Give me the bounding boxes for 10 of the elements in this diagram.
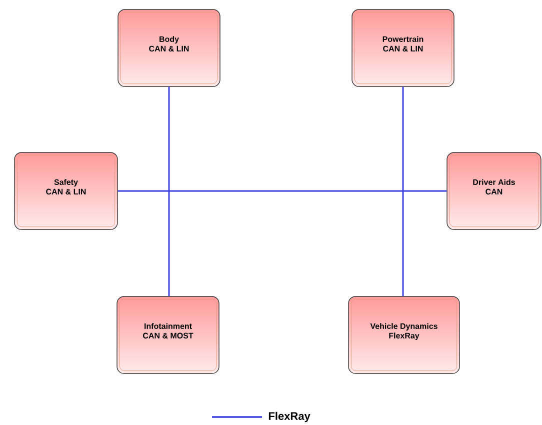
network-box: Infotainment CAN & MOST <box>116 296 220 374</box>
legend-label: FlexRay <box>268 412 310 422</box>
bus-line <box>118 190 447 192</box>
bus-line <box>402 86 404 296</box>
network-box: Body CAN & LIN <box>118 9 220 87</box>
network-box: Safety CAN & LIN <box>14 152 118 230</box>
network-box: Powertrain CAN & LIN <box>352 9 454 87</box>
network-box: Driver Aids CAN <box>446 152 542 230</box>
bus-line <box>168 86 170 296</box>
network-box: Vehicle Dynamics FlexRay <box>348 296 460 374</box>
